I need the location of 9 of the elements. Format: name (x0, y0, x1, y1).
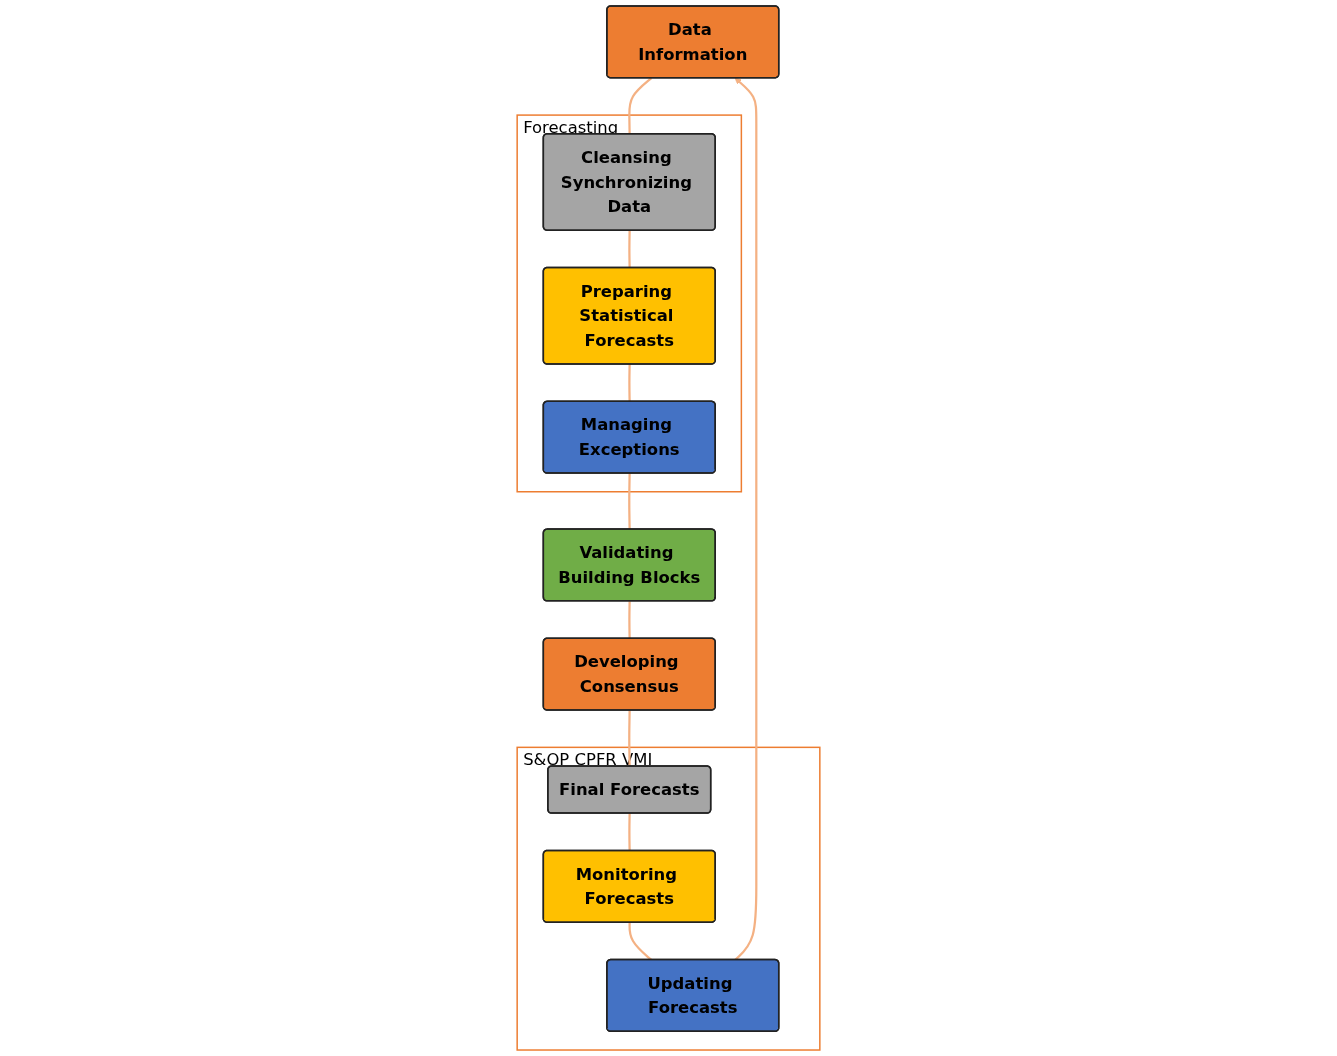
connector (628, 813, 631, 851)
connector (628, 710, 631, 767)
connector (628, 364, 631, 402)
connector (628, 473, 631, 530)
connector (628, 922, 653, 961)
arrow (734, 77, 758, 961)
connector (628, 77, 653, 135)
connector (628, 601, 631, 639)
connector (628, 230, 631, 268)
